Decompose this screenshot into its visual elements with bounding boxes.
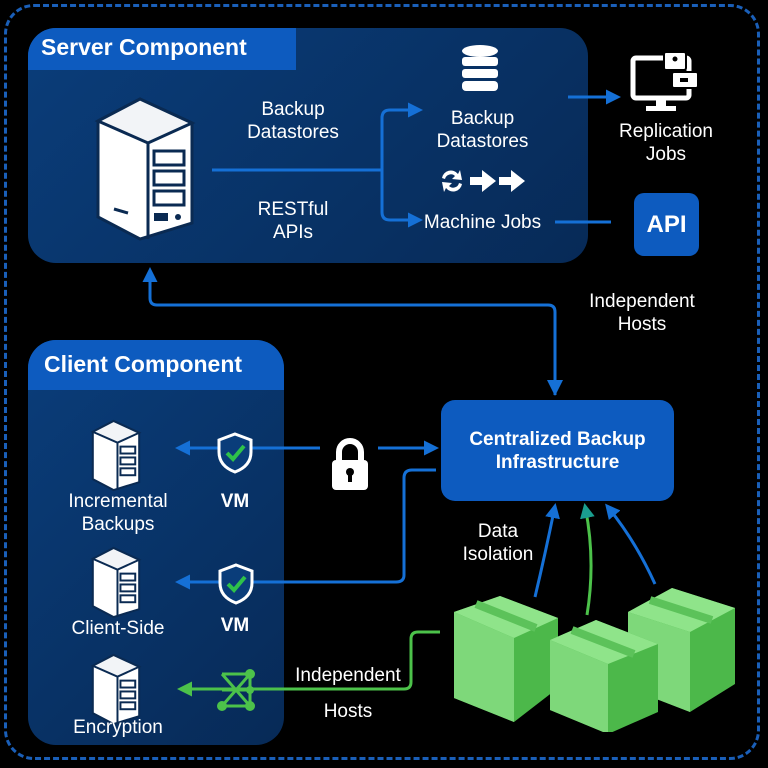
branch-machine-jobs: Machine Jobs bbox=[423, 212, 542, 233]
client-item-label-3: Encryption bbox=[73, 717, 163, 738]
client-component-title: Client Component bbox=[28, 340, 284, 390]
outer-dashed-border bbox=[4, 4, 760, 760]
server-tower-icon bbox=[94, 97, 196, 241]
centralized-backup-infrastructure-box: Centralized Backup Infrastructure bbox=[441, 400, 674, 501]
central-title: Centralized Backup Infrastructure bbox=[469, 428, 646, 473]
monitor-replication-icon bbox=[630, 51, 699, 111]
arrow-right-icon bbox=[499, 170, 525, 192]
data-isolation-label: Data Isolation bbox=[462, 521, 534, 565]
replication-jobs-label: Replication Jobs bbox=[619, 121, 713, 165]
client-item-label-2: Client-Side bbox=[71, 618, 165, 639]
independent-hosts-top-label: Independent Hosts bbox=[589, 291, 695, 335]
server-component-title: Server Component bbox=[28, 28, 296, 70]
storage-box-icon bbox=[550, 620, 658, 732]
label-restful-apis: RESTful APIs bbox=[257, 199, 329, 243]
client-item-label-1: Incremental Backups bbox=[68, 491, 168, 535]
vm-label-2: VM bbox=[220, 615, 250, 636]
storage-box-icon bbox=[454, 596, 558, 722]
api-badge: API bbox=[634, 193, 699, 256]
network-node-icon bbox=[217, 669, 255, 711]
client-server-icon-3 bbox=[90, 653, 142, 726]
client-server-icon-2 bbox=[90, 546, 142, 619]
padlock-icon bbox=[332, 438, 368, 490]
vm-label-1: VM bbox=[220, 491, 250, 512]
shield-check-icon bbox=[218, 563, 254, 605]
shield-check-icon bbox=[217, 432, 253, 474]
branch-backup-datastores: Backup Datastores bbox=[436, 108, 529, 152]
sync-icon bbox=[442, 170, 462, 192]
database-icon bbox=[462, 45, 498, 91]
independent-hosts-bottom-label: Independent Hosts bbox=[295, 665, 401, 722]
independent-hosts-bottom-label-line1: Independent Hosts bbox=[288, 658, 408, 730]
label-backup-datastores: Backup Datastores bbox=[247, 99, 339, 143]
storage-boxes-group bbox=[454, 588, 735, 732]
arrow-right-icon bbox=[470, 170, 496, 192]
client-server-icon-1 bbox=[90, 419, 142, 492]
